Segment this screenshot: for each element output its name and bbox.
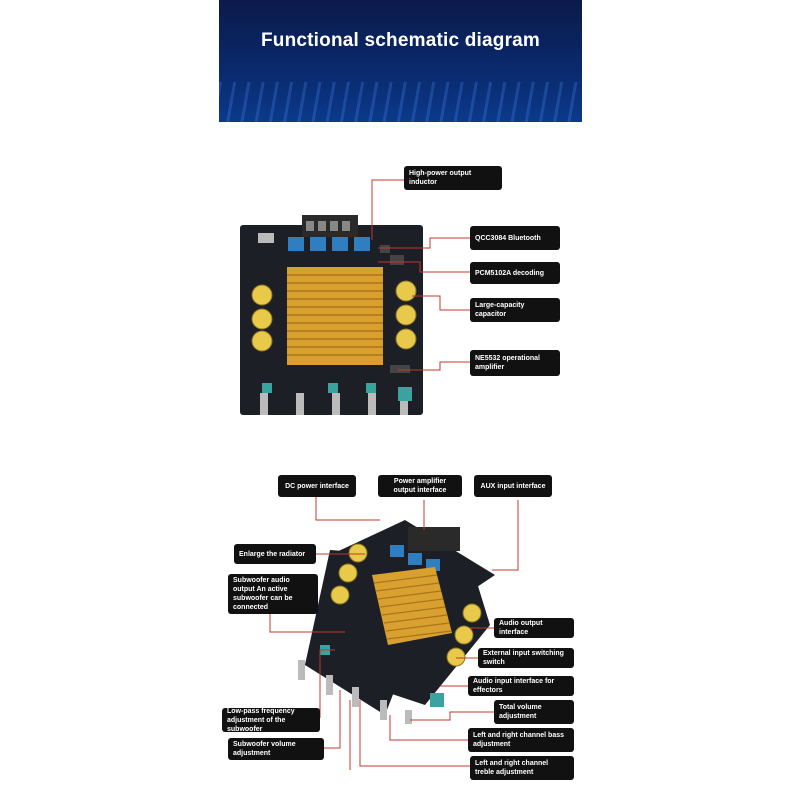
label-external-input-switching-switch: External input switching switch: [478, 648, 574, 668]
label-subwoofer-volume-adjustment: Subwoofer volume adjustment: [228, 738, 324, 760]
label-audio-output-interface: Audio output interface: [494, 618, 574, 638]
label-aux-input-interface: AUX input interface: [474, 475, 552, 497]
amplifier-board-front-view: [240, 215, 423, 415]
label-left-right-treble-adjustment: Left and right channel treble adjustment: [470, 756, 574, 780]
label-power-amplifier-output-interface: Power amplifier output interface: [378, 475, 462, 497]
label-high-power-output-inductor: High-power output inductor: [404, 166, 502, 190]
title-banner: Functional schematic diagram: [219, 0, 582, 122]
page-title: Functional schematic diagram: [260, 30, 541, 51]
label-dc-power-interface: DC power interface: [278, 475, 356, 497]
label-subwoofer-audio-output: Subwoofer audio output An active subwoof…: [228, 574, 318, 614]
amplifier-board-angled-view: [298, 520, 495, 724]
label-qcc3084-bluetooth: QCC3084 Bluetooth: [470, 226, 560, 250]
label-enlarge-the-radiator: Enlarge the radiator: [234, 544, 316, 564]
label-left-right-bass-adjustment: Left and right channel bass adjustment: [468, 728, 574, 752]
label-audio-input-interface-effectors: Audio input interface for effectors: [468, 676, 574, 696]
label-total-volume-adjustment: Total volume adjustment: [494, 700, 574, 724]
label-large-capacity-capacitor: Large-capacity capacitor: [470, 298, 560, 322]
banner-light-streaks: [219, 82, 582, 122]
label-pcm5102a-decoding: PCM5102A decoding: [470, 262, 560, 284]
label-low-pass-frequency-adjustment: Low-pass frequency adjustment of the sub…: [222, 708, 320, 733]
label-ne5532-operational-amplifier: NE5532 operational amplifier: [470, 350, 560, 376]
